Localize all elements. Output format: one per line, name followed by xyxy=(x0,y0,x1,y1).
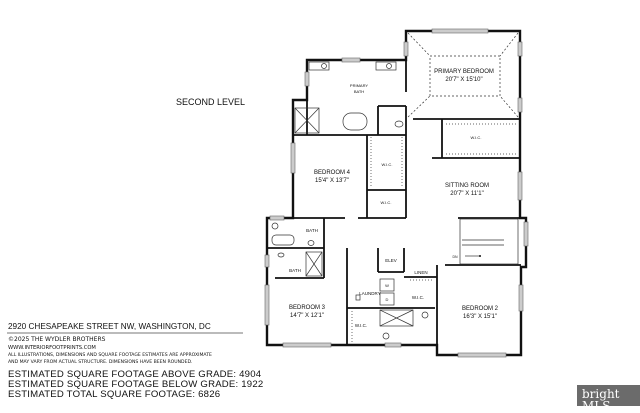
stairs-down-label: DN xyxy=(452,255,458,259)
bath-label: BATH xyxy=(306,228,318,233)
sitting-room-dims: 20'7" X 11'1" xyxy=(450,191,483,197)
fixtures xyxy=(271,61,429,340)
room-labels: PRIMARY BEDROOM 20'7" X 15'10" PRIMARY B… xyxy=(289,69,499,328)
primary-bath-label: PRIMARY xyxy=(350,83,368,88)
bedroom3-dims: 14'7" X 12'1" xyxy=(290,313,324,319)
sitting-room-label: SITTING ROOM xyxy=(445,183,489,189)
watermark-text: bright MLS xyxy=(582,387,620,413)
bedroom4-dims: 15'4" X 13'7" xyxy=(315,178,349,184)
bedroom2-label: BEDROOM 2 xyxy=(462,306,499,312)
primary-bedroom-dims: 20'7" X 15'10" xyxy=(445,77,482,83)
address: 2920 CHESAPEAKE STREET NW, WASHINGTON, D… xyxy=(8,322,211,331)
laundry-label: LAUNDRY xyxy=(359,291,380,296)
website: WWW.INTERIORFOOTPRINTS.COM xyxy=(8,345,96,351)
copyright: ©2025 THE WYDLER BROTHERS xyxy=(8,336,106,343)
bright-mls-watermark: bright MLS xyxy=(577,385,640,412)
linen-label: LINEN xyxy=(414,270,427,275)
staircase xyxy=(459,218,519,265)
primary-bedroom-label: PRIMARY BEDROOM xyxy=(434,69,494,75)
dryer-label: D xyxy=(386,297,389,302)
primary-bedroom-tray-ceiling xyxy=(407,32,519,118)
level-title: SECOND LEVEL xyxy=(176,97,246,107)
bath-label: BATH xyxy=(289,268,301,273)
closet-rods xyxy=(351,123,518,342)
wic-label: W.I.C. xyxy=(382,162,393,167)
wic-label: W.I.C. xyxy=(355,323,367,328)
wic-label: W.I.C. xyxy=(381,200,392,205)
windows xyxy=(264,28,529,358)
primary-bath-label-2: BATH xyxy=(354,89,364,94)
wic-label: W.I.C. xyxy=(471,135,482,140)
bedroom4-label: BEDROOM 4 xyxy=(314,170,351,176)
disclaimer-line-1: ALL ILLUSTRATIONS, DIMENSIONS AND SQUARE… xyxy=(8,353,212,358)
sqft-above-grade: ESTIMATED SQUARE FOOTAGE ABOVE GRADE: 49… xyxy=(8,369,262,380)
wic-label: W.I.C. xyxy=(412,295,424,300)
disclaimer-line-2: AND MAY VARY FROM ACTUAL STRUCTURE. DIME… xyxy=(8,360,193,365)
washer-label: W xyxy=(385,283,389,288)
sqft-total: ESTIMATED TOTAL SQUARE FOOTAGE: 6826 xyxy=(8,389,221,400)
elevator-label: ELEV xyxy=(385,258,397,263)
interior-walls xyxy=(267,60,521,345)
sqft-below-grade: ESTIMATED SQUARE FOOTAGE BELOW GRADE: 19… xyxy=(8,379,264,390)
bedroom2-dims: 16'3" X 15'1" xyxy=(463,314,497,320)
bedroom3-label: BEDROOM 3 xyxy=(289,305,326,311)
